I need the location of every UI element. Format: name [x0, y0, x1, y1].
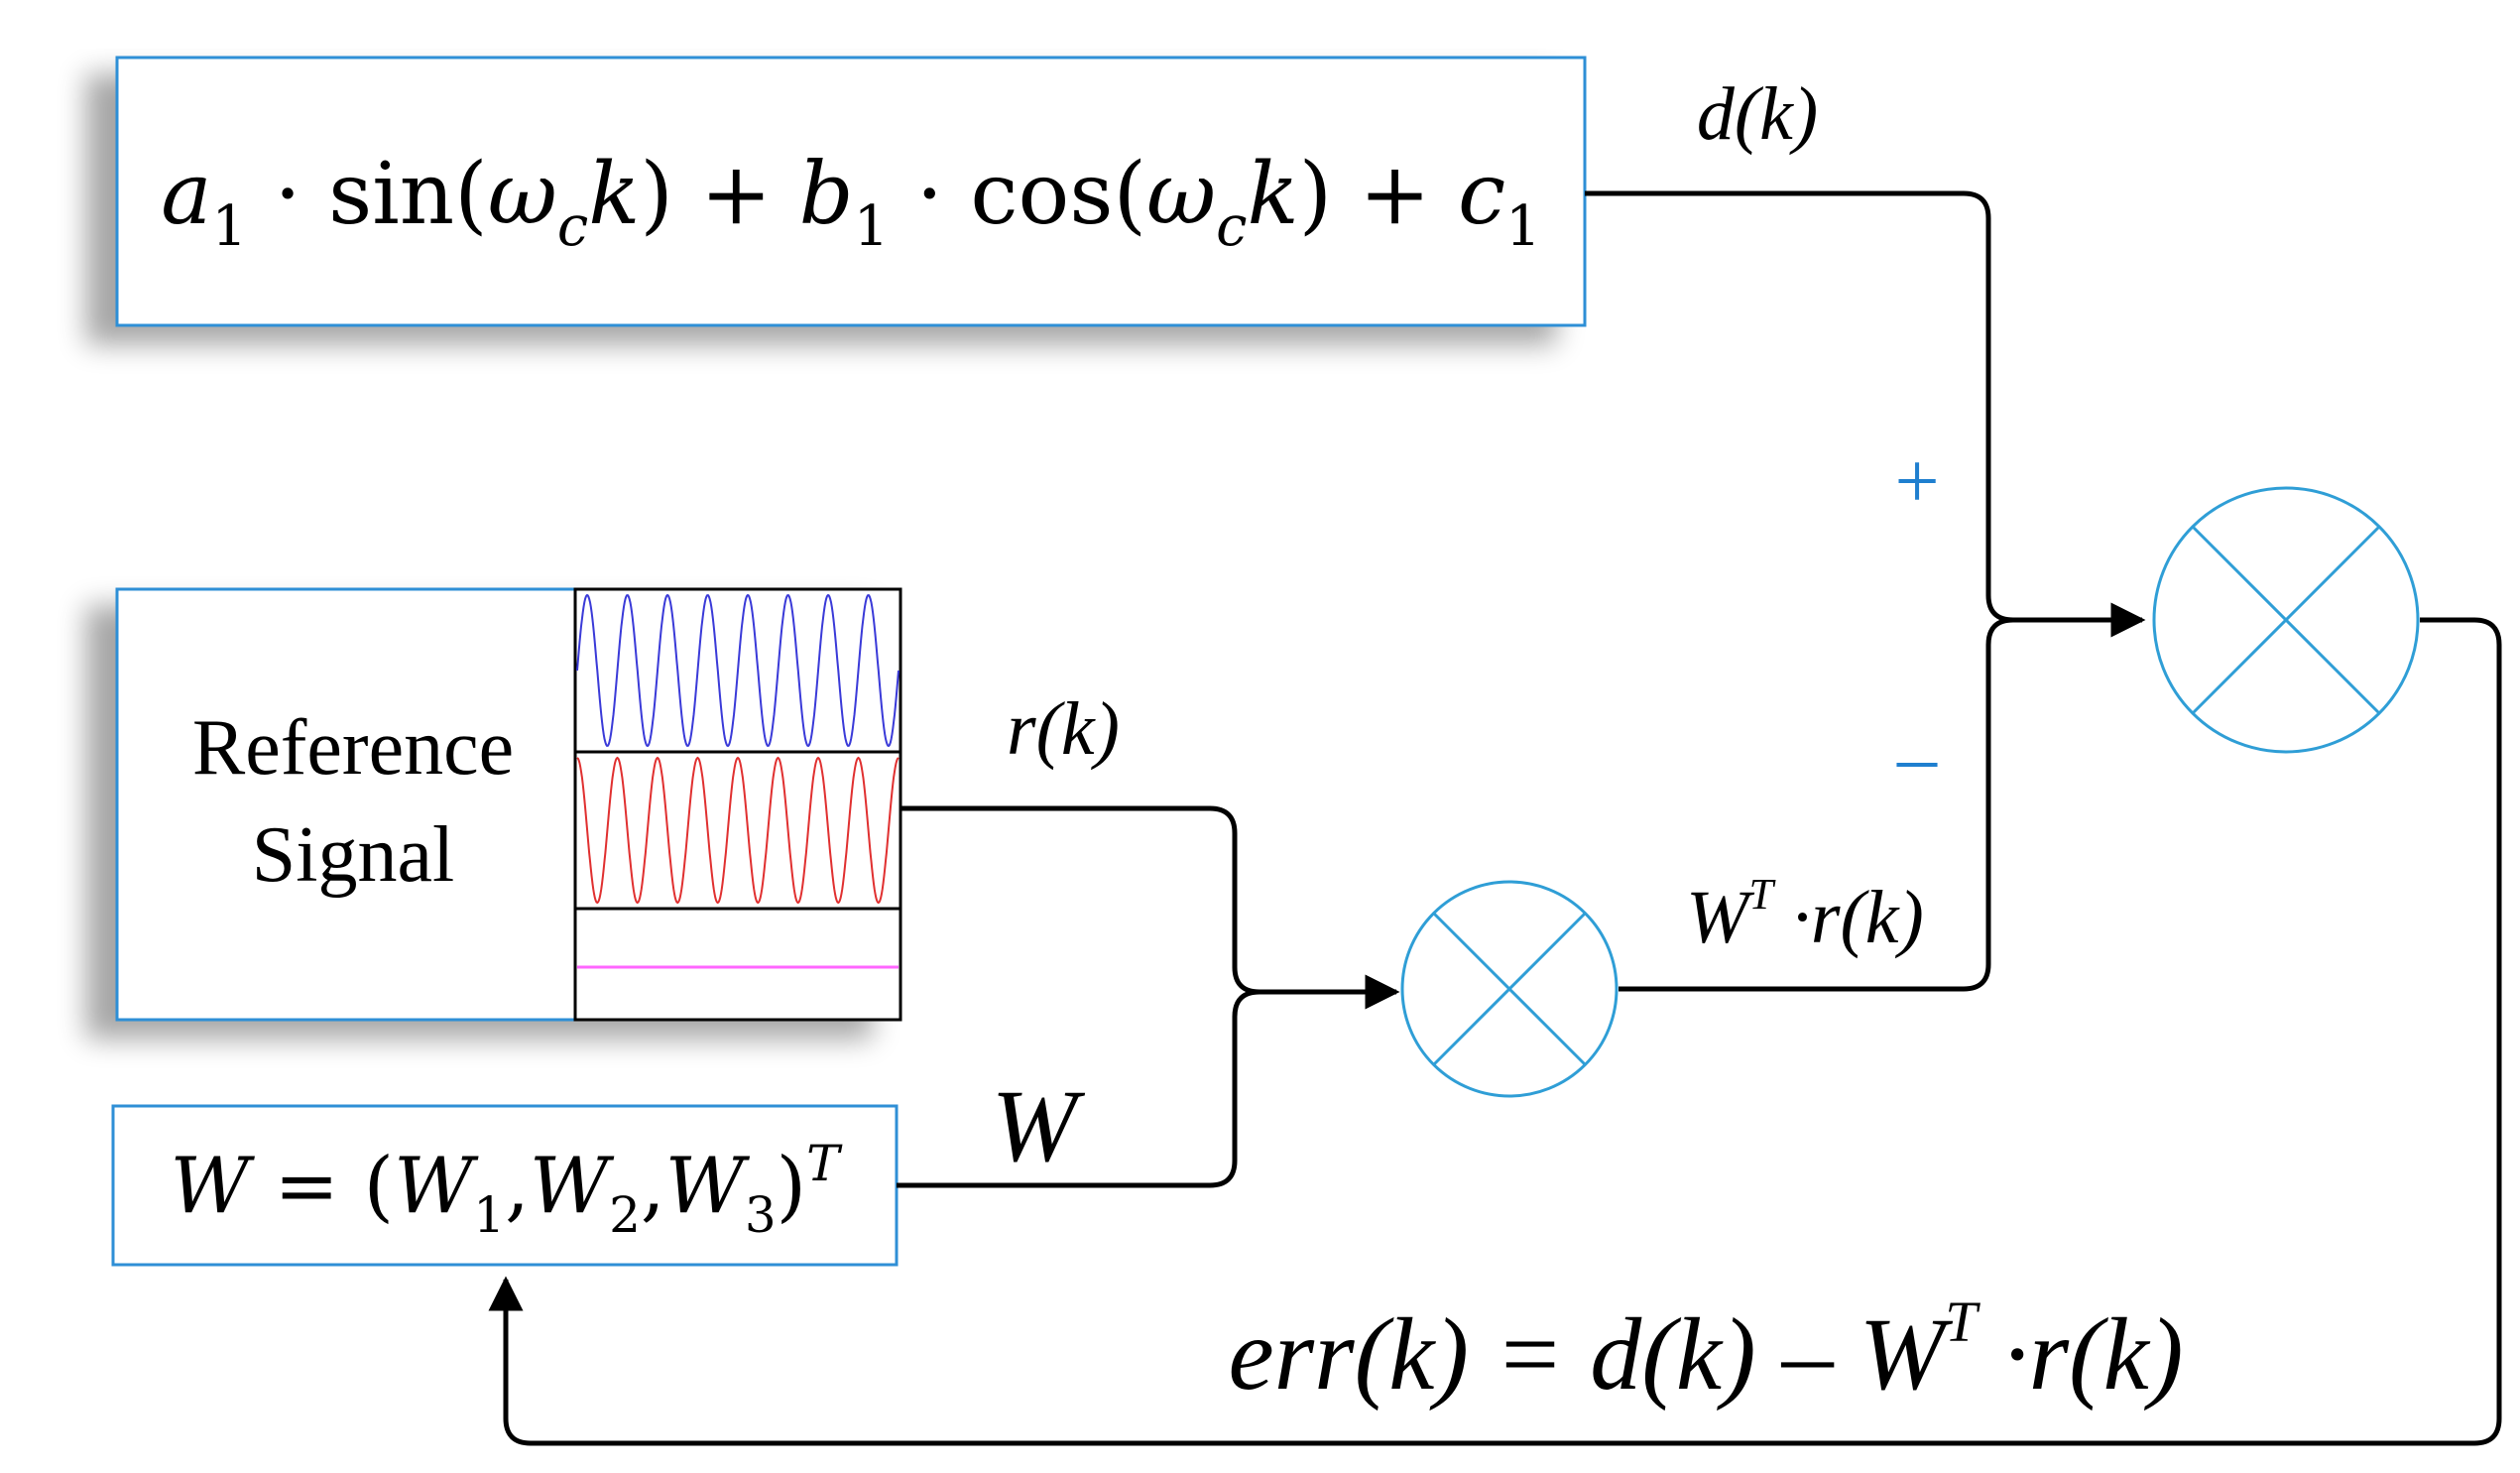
d-signal-label: d(k): [1697, 72, 1818, 156]
error-feedback-line: [488, 617, 2502, 1446]
minus-sign: –: [1896, 714, 1938, 801]
plus-sign: +: [1894, 438, 1939, 526]
d-signal-line: [1585, 190, 2146, 638]
r-signal-label: r(k): [1007, 687, 1120, 771]
multiplier-junction: [1400, 880, 1619, 1098]
disturbance-formula: a1 · sin(ωck) + b1 · cos(ωck) + c1: [161, 145, 1541, 259]
weight-vector-formula: W = (W1,W2,W3)T: [171, 1135, 844, 1244]
reference-waveform-panel: [573, 587, 902, 1022]
w-signal-line: [897, 989, 1260, 1188]
cosine-waveform: [576, 756, 900, 905]
wtr-signal-line: [1619, 617, 2014, 992]
reference-label-line1: Reference: [192, 704, 514, 792]
reference-label-line2: Signal: [252, 811, 454, 899]
w-signal-label: W: [992, 1069, 1086, 1183]
connection-lines: [488, 190, 2502, 1446]
weight-vector-box: W = (W1,W2,W3)T: [111, 1104, 899, 1267]
error-equation-label: err(k) = d(k) – WT ·r(k): [1229, 1289, 2184, 1412]
sine-waveform: [576, 594, 900, 747]
r-signal-line: [900, 805, 1400, 1010]
wt-r-signal-label: WT ·r(k): [1686, 870, 1924, 959]
disturbance-model-box: a1 · sin(ωck) + b1 · cos(ωck) + c1: [115, 56, 1587, 327]
error-summing-junction: [2152, 486, 2420, 754]
reference-signal-box: Reference Signal: [115, 587, 902, 1022]
